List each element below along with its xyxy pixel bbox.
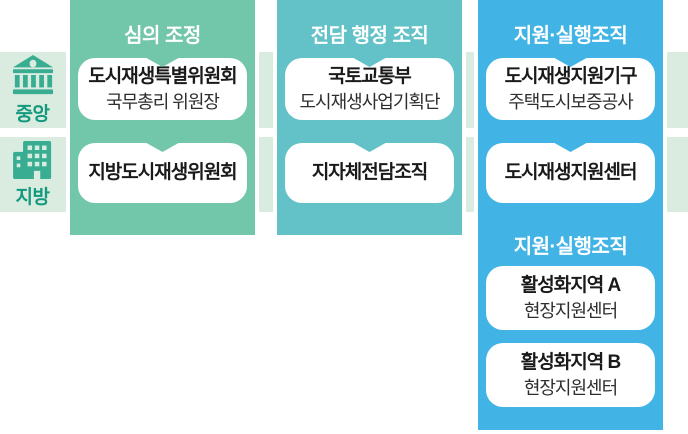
card-special-committee: 도시재생특별위원회 국무총리 위원장 — [78, 58, 247, 120]
card-area-a: 활성화지역 A 현장지원센터 — [486, 266, 655, 330]
card-notch — [353, 58, 386, 67]
card-title: 지자체전담조직 — [311, 162, 428, 183]
card-ministry: 국토교통부 도시재생사업기획단 — [285, 58, 454, 120]
card-subtitle: 주택도시보증공사 — [508, 91, 633, 112]
card-notch — [554, 143, 587, 152]
card-title: 도시재생지원센터 — [504, 162, 638, 183]
column-admin: 전담 행정 조직 국토교통부 도시재생사업기획단 지자체전담조직 — [273, 0, 466, 235]
card-title: 국토교통부 — [328, 65, 411, 87]
column-deliberation: 심의 조정 도시재생특별위원회 국무총리 위원장 지방도시재생위원회 — [66, 0, 259, 235]
card-support-center: 도시재생지원센터 — [486, 143, 655, 203]
card-title: 도시재생특별위원회 — [88, 65, 237, 87]
card-title: 활성화지역 B — [520, 351, 621, 373]
card-local-gov-org: 지자체전담조직 — [285, 143, 454, 203]
card-title: 도시재생지원기구 — [504, 65, 638, 87]
card-subtitle: 현장지원센터 — [523, 300, 618, 321]
card-subtitle: 도시재생사업기획단 — [299, 91, 440, 112]
card-notch — [146, 58, 179, 67]
card-notch — [146, 143, 179, 152]
card-notch — [554, 58, 587, 67]
card-area-b: 활성화지역 B 현장지원센터 — [486, 343, 655, 407]
column-support-section2-header: 지원·실행조직 — [513, 235, 628, 258]
card-subtitle: 현장지원센터 — [523, 377, 618, 398]
government-building-icon — [12, 54, 53, 95]
row-label-local-text: 지방 — [15, 186, 50, 208]
card-title: 활성화지역 A — [520, 274, 621, 296]
column-support-header: 지원·실행조직 — [513, 24, 628, 47]
card-title: 지방도시재생위원회 — [88, 162, 237, 183]
column-admin-header: 전담 행정 조직 — [310, 24, 429, 47]
card-support-agency: 도시재생지원기구 주택도시보증공사 — [486, 58, 655, 120]
row-label-central: 중앙 — [0, 52, 65, 128]
row-label-local: 지방 — [0, 137, 65, 212]
card-notch — [353, 143, 386, 152]
column-support: 지원·실행조직 도시재생지원기구 주택도시보증공사 도시재생지원센터 지원·실행… — [474, 0, 667, 430]
office-building-icon — [12, 140, 51, 179]
row-label-central-text: 중앙 — [15, 104, 50, 125]
column-deliberation-header: 심의 조정 — [124, 24, 201, 47]
card-subtitle: 국무총리 위원장 — [106, 91, 220, 112]
card-local-committee: 지방도시재생위원회 — [78, 143, 247, 203]
